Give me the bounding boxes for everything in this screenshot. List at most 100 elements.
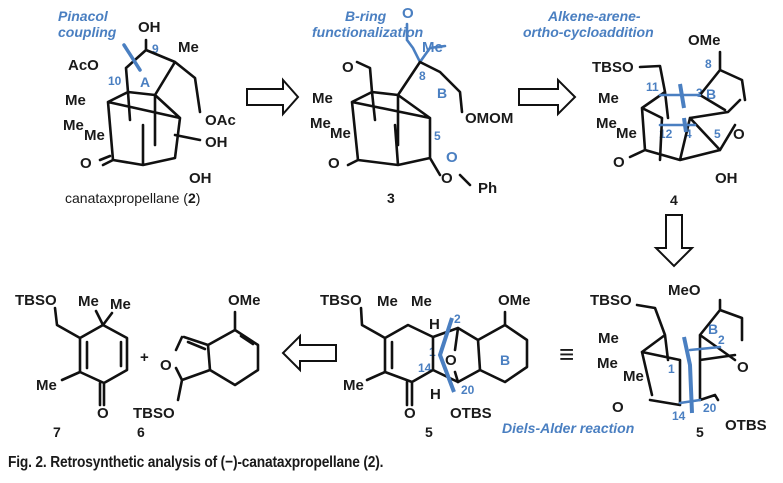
atom-o-ketone: O xyxy=(612,399,624,416)
atom-ph: Ph xyxy=(478,180,497,197)
atom-me-1: Me xyxy=(78,293,99,310)
retro-arrow-5-7-6 xyxy=(281,333,337,373)
atom-me-1: Me xyxy=(598,90,619,107)
locant-20: 20 xyxy=(461,383,475,397)
atom-o-acetal-1: O xyxy=(446,149,458,166)
equivalent-sign: ≡ xyxy=(559,339,574,369)
locant-2: 2 xyxy=(718,333,725,347)
atom-me-3: Me xyxy=(616,125,637,142)
atom-omom: OMOM xyxy=(465,110,513,127)
compound-name-close: ) xyxy=(196,190,201,206)
atom-o-ketone: O xyxy=(404,405,416,422)
bond-skeleton xyxy=(628,50,747,162)
b-ring-label-line2: functionalization xyxy=(312,24,423,40)
locant-9: 9 xyxy=(152,42,159,56)
compound-name: canataxpropellane ( xyxy=(65,190,188,206)
atom-o-ketone: O xyxy=(97,405,109,422)
diels-alder-label: Diels-Alder reaction xyxy=(502,420,634,436)
compound-number-5-flat: 5 xyxy=(425,424,433,440)
compound-number-3: 3 xyxy=(387,190,395,206)
atom-tbso: TBSO xyxy=(133,405,175,422)
compound-7: TBSO Me Me Me O 7 xyxy=(15,292,131,440)
atom-o-ketone: O xyxy=(80,155,92,172)
compound-number-6: 6 xyxy=(137,424,145,440)
locant-20: 20 xyxy=(703,401,717,415)
atom-ome: OMe xyxy=(688,32,721,49)
atom-o-ketone: O xyxy=(613,154,625,171)
compound-2-canataxpropellane: Pinacol coupling OH Me AcO 9 10 A Me Me … xyxy=(58,8,236,206)
locant-2: 2 xyxy=(454,312,461,326)
atom-me-1: Me xyxy=(65,92,86,109)
atom-tbso: TBSO xyxy=(590,292,632,309)
pinacol-label-line1: Pinacol xyxy=(58,8,109,24)
compound-number-5-3d: 5 xyxy=(696,424,704,440)
bond-skeleton xyxy=(359,306,529,407)
atom-aco: AcO xyxy=(68,57,99,74)
pinacol-disconnection xyxy=(122,43,142,72)
atom-o-bridge: O xyxy=(445,352,457,369)
ring-label-b: B xyxy=(706,86,716,102)
atom-me-3: Me xyxy=(343,377,364,394)
atom-o-ether: O xyxy=(733,126,745,143)
bond-skeleton xyxy=(53,306,129,407)
atom-oh-top: OH xyxy=(138,19,161,36)
bond-skeleton xyxy=(101,38,202,167)
figure-caption: Fig. 2. Retrosynthetic analysis of (−)-c… xyxy=(8,454,384,471)
compound-number-7: 7 xyxy=(53,424,61,440)
atom-meo: MeO xyxy=(668,282,701,299)
atom-o-furan: O xyxy=(160,357,172,374)
ring-label-a: A xyxy=(140,74,150,90)
locant-5: 5 xyxy=(714,127,721,141)
locant-8: 8 xyxy=(419,69,426,83)
atom-oh: OH xyxy=(715,170,738,187)
atom-otbs: OTBS xyxy=(450,405,492,422)
atom-oac: OAc xyxy=(205,112,236,129)
atom-o-ether: O xyxy=(737,359,749,376)
compound-number-4: 4 xyxy=(670,192,678,208)
locant-10: 10 xyxy=(108,74,122,88)
atom-ome: OMe xyxy=(498,292,531,309)
atom-me-2: Me xyxy=(596,115,617,132)
svg-text:canataxpropellane (2): canataxpropellane (2) xyxy=(65,190,200,206)
atom-me-2: Me xyxy=(110,296,131,313)
locant-5: 5 xyxy=(434,129,441,143)
retro-arrow-4-5 xyxy=(653,214,695,268)
pinacol-label-line2: coupling xyxy=(58,24,117,40)
locant-11: 11 xyxy=(646,80,659,94)
atom-h-2: H xyxy=(430,386,441,403)
bond-oh-mid xyxy=(173,133,202,142)
atom-me-3: Me xyxy=(330,125,351,142)
atom-otbs: OTBS xyxy=(725,417,767,434)
atom-me-3: Me xyxy=(623,368,644,385)
compound-6: OMe O TBSO 6 xyxy=(133,292,261,440)
atom-me-1: Me xyxy=(377,293,398,310)
atom-tbso: TBSO xyxy=(320,292,362,309)
atom-me-3: Me xyxy=(36,377,57,394)
atom-o-acetal-2: O xyxy=(441,170,453,187)
ring-label-b: B xyxy=(500,352,510,368)
ring-label-b: B xyxy=(708,321,718,337)
ring-label-b: B xyxy=(437,85,447,101)
locant-3: 3 xyxy=(696,86,703,100)
locant-8: 8 xyxy=(705,57,712,71)
compound-5-flat: TBSO Me Me OMe H 2 1 O B 14 Me 20 H O OT… xyxy=(320,292,531,440)
atom-o-ketone: O xyxy=(328,155,340,172)
b-ring-label-line1: B-ring xyxy=(345,8,387,24)
plus-sign: + xyxy=(140,349,149,366)
bond-skeleton xyxy=(174,310,260,402)
compound-3: B-ring functionalization O Me O 8 B Me M… xyxy=(310,5,513,206)
compound-number-2: 2 xyxy=(188,190,196,206)
retro-arrow-2-3 xyxy=(246,77,300,117)
atom-tbso: TBSO xyxy=(592,59,634,76)
atom-oh-bottom: OH xyxy=(189,170,212,187)
atom-o-aldehyde: O xyxy=(342,59,354,76)
atom-o-aldehyde-blue: O xyxy=(402,5,414,22)
atom-me-2: Me xyxy=(63,117,84,134)
retro-arrow-3-4 xyxy=(518,77,577,117)
atom-me-1: Me xyxy=(312,90,333,107)
cycloaddition-label-line2: ortho-cycloaddition xyxy=(523,24,654,40)
diels-alder-disconnection xyxy=(682,336,694,414)
atom-me-3: Me xyxy=(84,127,105,144)
diels-alder-disconnection-flat xyxy=(437,317,456,393)
